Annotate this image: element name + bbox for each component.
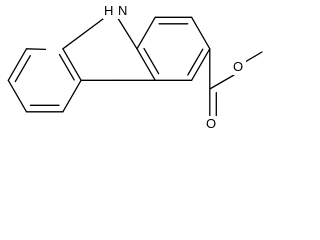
bond-ester-o-methyl <box>244 51 263 63</box>
carbonyl-oxygen-label: O <box>206 116 216 131</box>
bond-c7-c6 <box>190 16 211 50</box>
bond-c6-c5-inner <box>187 48 204 76</box>
bond-c2-c3 <box>7 79 28 113</box>
bond-c9a-n <box>62 16 106 50</box>
atom-labels: H N O O <box>103 3 246 132</box>
bond-c4b-c8a-inner <box>143 47 160 75</box>
nitrogen-h-label: H <box>104 3 113 18</box>
bond-c8a-c8 <box>136 16 156 50</box>
left-benzene-ring <box>7 48 82 113</box>
bond-c9a-c1 <box>25 48 47 51</box>
bond-c6-c5 <box>190 48 211 81</box>
structure-canvas: H N O O <box>0 0 268 139</box>
bond-c1-c2 <box>7 48 28 81</box>
bond-c1-c2-inner <box>14 55 31 83</box>
ester-oxygen-label: O <box>233 59 243 74</box>
methyl-ester-group <box>209 48 263 117</box>
bond-c4a-c9a-inner <box>58 53 75 81</box>
bond-c4a-c9a <box>62 48 82 81</box>
carbonyl-o-label-bg <box>205 116 219 132</box>
pyrrole-ring <box>62 16 138 81</box>
nitrogen-label: N <box>118 3 127 18</box>
bond-c4b-c8a <box>136 48 156 81</box>
bond-carbonyl-c-ester-o <box>209 74 235 90</box>
carbazole-ester-structure: H N O O <box>7 3 263 132</box>
bond-n-c8a <box>116 16 138 50</box>
nh-label-bg <box>103 3 130 19</box>
bond-c4-c4a <box>62 79 82 113</box>
right-benzene-ring <box>116 16 211 81</box>
ester-o-label-bg <box>232 59 246 75</box>
